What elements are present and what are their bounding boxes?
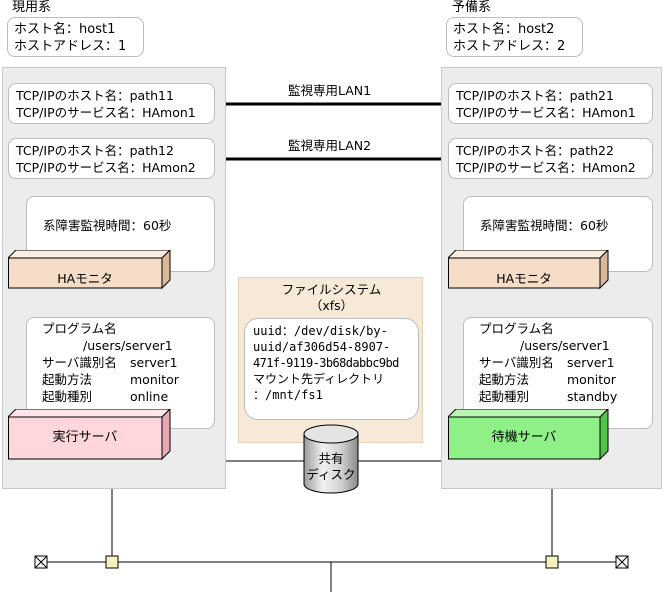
standby-server-label: 待機サーバ bbox=[491, 430, 557, 445]
standby-start-type-value: standby bbox=[567, 389, 618, 404]
active-start-method-value: monitor bbox=[130, 372, 179, 387]
fs-line-1: uuid：/dev/disk/by- bbox=[253, 324, 388, 338]
standby-host-address: ホストアドレス：2 bbox=[453, 39, 566, 54]
lan2-label: 監視専用LAN2 bbox=[288, 138, 372, 153]
standby-start-method-label: 起動方法 bbox=[479, 372, 530, 387]
standby-ha-monitor-label: HAモニタ bbox=[496, 271, 552, 286]
file-system-box: ファイルシステム （xfs） uuid：/dev/disk/by- uuid/a… bbox=[238, 277, 423, 443]
standby-network-tap bbox=[545, 555, 559, 569]
standby-tcp2-service: TCP/IPのサービス名：HAmon2 bbox=[456, 160, 636, 175]
active-server-id-label: サーバ識別名 bbox=[42, 355, 117, 370]
active-server-label: 実行サーバ bbox=[52, 430, 118, 445]
active-tcp1-host: TCP/IPのホスト名：path11 bbox=[16, 88, 174, 103]
standby-tcp1-host: TCP/IPのホスト名：path21 bbox=[456, 88, 614, 103]
active-program-name-label: プログラム名 bbox=[42, 321, 117, 336]
active-start-type-label: 起動種別 bbox=[42, 389, 93, 404]
active-ha-monitor-label: HAモニタ bbox=[57, 271, 113, 286]
shared-disk-label-1: 共有 bbox=[318, 451, 344, 466]
standby-ha-monitor-block bbox=[448, 250, 609, 290]
standby-system-label: 予備系 bbox=[452, 0, 492, 15]
fs-line-2: uuid/af306d54-8907- bbox=[253, 340, 391, 354]
active-tcp2-host: TCP/IPのホスト名：path12 bbox=[16, 143, 174, 158]
active-tcp1-service: TCP/IPのサービス名：HAmon1 bbox=[16, 105, 196, 120]
active-server-block bbox=[8, 409, 171, 461]
standby-program-name-label: プログラム名 bbox=[479, 321, 554, 336]
shared-disk-label-2: ディスク bbox=[306, 467, 356, 482]
active-server-id-value: server1 bbox=[130, 355, 178, 370]
standby-start-type-label: 起動種別 bbox=[479, 389, 530, 404]
standby-monitor-time: 系障害監視時間：60秒 bbox=[480, 218, 609, 233]
standby-start-method-value: monitor bbox=[567, 372, 616, 387]
active-start-type-value: online bbox=[130, 389, 169, 404]
standby-server-id-label: サーバ識別名 bbox=[479, 355, 554, 370]
fs-line-4: マウント先ディレクトリ bbox=[253, 372, 385, 386]
file-system-subtitle: （xfs） bbox=[309, 298, 354, 313]
standby-program-name-value: /users/server1 bbox=[520, 338, 610, 353]
active-host-address: ホストアドレス：1 bbox=[14, 39, 127, 54]
lan1-label: 監視専用LAN1 bbox=[288, 83, 372, 98]
standby-tcp-box-2: TCP/IPのホスト名：path22 TCP/IPのサービス名：HAmon2 bbox=[448, 138, 653, 179]
file-system-title: ファイルシステム bbox=[281, 282, 382, 297]
active-network-tap bbox=[105, 555, 119, 569]
standby-tcp-box-1: TCP/IPのホスト名：path21 TCP/IPのサービス名：HAmon1 bbox=[448, 83, 653, 124]
active-tcp-box-1: TCP/IPのホスト名：path11 TCP/IPのサービス名：HAmon1 bbox=[8, 83, 215, 124]
standby-host-box: ホスト名：host2 ホストアドレス：2 bbox=[446, 17, 583, 57]
left-terminator-icon bbox=[34, 555, 48, 569]
standby-host-name: ホスト名：host2 bbox=[453, 22, 555, 37]
active-start-method-label: 起動方法 bbox=[42, 372, 93, 387]
standby-server-block bbox=[448, 409, 609, 461]
active-tcp-box-2: TCP/IPのホスト名：path12 TCP/IPのサービス名：HAmon2 bbox=[8, 138, 215, 179]
active-monitor-time: 系障害監視時間：60秒 bbox=[43, 218, 172, 233]
active-system-label: 現用系 bbox=[12, 0, 52, 15]
fs-line-5: ：/mnt/fs1 bbox=[253, 388, 323, 402]
right-terminator-icon bbox=[615, 555, 629, 569]
standby-tcp2-host: TCP/IPのホスト名：path22 bbox=[456, 143, 614, 158]
active-ha-monitor-block bbox=[8, 250, 171, 290]
shared-disk-icon bbox=[303, 424, 359, 494]
active-program-name-value: /users/server1 bbox=[83, 338, 173, 353]
standby-server-id-value: server1 bbox=[567, 355, 615, 370]
standby-tcp1-service: TCP/IPのサービス名：HAmon1 bbox=[456, 105, 636, 120]
active-tcp2-service: TCP/IPのサービス名：HAmon2 bbox=[16, 160, 196, 175]
file-system-detail-box: uuid：/dev/disk/by- uuid/af306d54-8907- 4… bbox=[244, 318, 419, 420]
fs-line-3: 471f-9119-3b68dabbc9bd bbox=[253, 356, 399, 370]
active-host-name: ホスト名：host1 bbox=[14, 22, 116, 37]
active-host-box: ホスト名：host1 ホストアドレス：1 bbox=[7, 17, 144, 57]
